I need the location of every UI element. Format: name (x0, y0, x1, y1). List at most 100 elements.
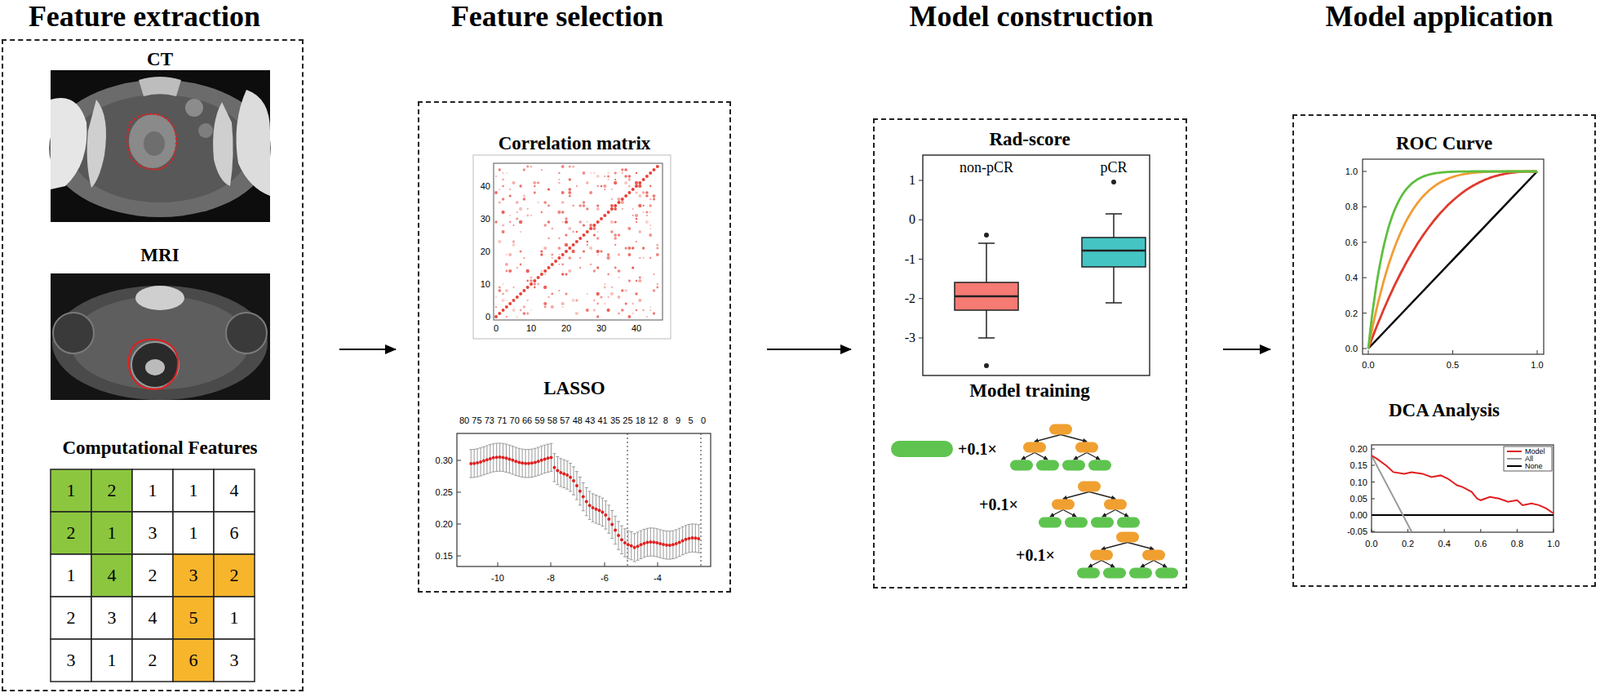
group-label: non-pCR (959, 159, 1014, 175)
whisker-cap (1105, 301, 1122, 304)
correlation-dot (561, 263, 564, 266)
mri-bladder (135, 285, 185, 311)
median (954, 295, 1019, 298)
tree-node (1064, 517, 1088, 528)
error-cap (690, 522, 694, 524)
correlation-dot (649, 224, 652, 227)
tick-mark (657, 562, 659, 567)
correlation-dot (648, 171, 652, 175)
correlation-dot (607, 252, 610, 256)
error-cap (546, 443, 550, 445)
cv-point (501, 455, 506, 459)
error-cap (693, 523, 697, 525)
error-cap (495, 443, 499, 444)
correlation-dot (561, 252, 565, 257)
correlation-dot (613, 236, 617, 240)
correlation-dot (512, 239, 515, 243)
error-cap (655, 556, 659, 558)
correlation-dot (597, 253, 599, 256)
cv-point (520, 460, 524, 465)
correlation-dot (526, 285, 530, 289)
correlation-dot (530, 214, 532, 217)
grid-cell (213, 469, 255, 512)
model-net-benefit (1371, 455, 1554, 514)
plot-title: LASSO (543, 378, 605, 398)
tick-label: 0.0 (1345, 344, 1358, 354)
correlation-dot (544, 305, 547, 309)
tick-mark (918, 258, 923, 260)
correlation-dot (606, 308, 610, 312)
correlation-dot (652, 288, 656, 293)
correlation-dot (589, 172, 592, 174)
tumor-contour (128, 339, 178, 390)
grid-cell (132, 554, 173, 597)
ct-body (48, 79, 271, 218)
correlation-dot (558, 237, 560, 240)
correlation-dot (526, 311, 529, 315)
correlation-dot (561, 190, 565, 195)
error-cap (558, 486, 563, 488)
box-plot (918, 179, 1146, 368)
correlation-dot (635, 240, 638, 243)
cv-point (533, 460, 537, 464)
correlation-dot (536, 201, 539, 204)
cv-point (498, 455, 502, 459)
correlation-dot (547, 188, 550, 191)
tick-label: 0.00 (1350, 510, 1368, 520)
cv-point (655, 540, 659, 545)
error-cap (690, 551, 694, 553)
correlation-dot (526, 165, 529, 169)
correlation-dot (628, 184, 631, 187)
table-cell: 1 (189, 481, 199, 500)
correlation-dot (582, 171, 586, 175)
error-cap (664, 558, 669, 559)
box (1081, 237, 1146, 267)
cv-point (642, 541, 646, 546)
cv-point (607, 517, 611, 521)
table-cell: 1 (66, 566, 76, 585)
median (1081, 249, 1146, 253)
cv-point (514, 459, 518, 463)
grid-cell (213, 511, 255, 555)
cv-point (571, 478, 576, 483)
mri-femoral-head (226, 312, 267, 354)
correlation-dot (576, 230, 578, 233)
correlation-dot (610, 230, 613, 233)
correlation-dot (501, 223, 505, 227)
correlation-dot (547, 296, 550, 298)
correlation-dot (522, 168, 527, 172)
correlation-dot (536, 181, 540, 185)
correlation-dot (550, 305, 555, 309)
tick-label: 20 (480, 247, 491, 257)
correlation-dot (620, 197, 625, 201)
correlation-dot (526, 214, 529, 218)
whisker (985, 243, 988, 283)
correlation-dot (603, 283, 606, 285)
correlation-dot (642, 204, 645, 207)
tick-label: 59 (534, 416, 545, 426)
correlation-dot (631, 246, 634, 249)
correlation-dot (645, 174, 649, 178)
stage-panel: Model construction (873, 118, 1188, 589)
correlation-dot (624, 168, 628, 172)
correlation-dot (624, 246, 628, 249)
error-cap (514, 474, 518, 476)
correlation-dot (562, 270, 564, 272)
grid-cell (91, 554, 133, 597)
correlation-dot (494, 190, 498, 195)
correlation-dot (519, 249, 523, 253)
correlation-dot (501, 185, 505, 188)
correlation-dot (540, 270, 544, 273)
tick-label: 25 (622, 416, 633, 426)
chance-line (1368, 171, 1538, 349)
correlation-dot (505, 172, 508, 174)
correlation-dot (582, 233, 586, 237)
tree-node (1023, 442, 1046, 453)
cv-point (581, 495, 586, 499)
tree-branch (1063, 491, 1090, 500)
correlation-dot (561, 200, 565, 204)
cv-point (504, 456, 508, 460)
plot-title: Computational Features (62, 438, 258, 457)
tick-mark (1362, 348, 1367, 350)
error-cap (671, 558, 675, 559)
